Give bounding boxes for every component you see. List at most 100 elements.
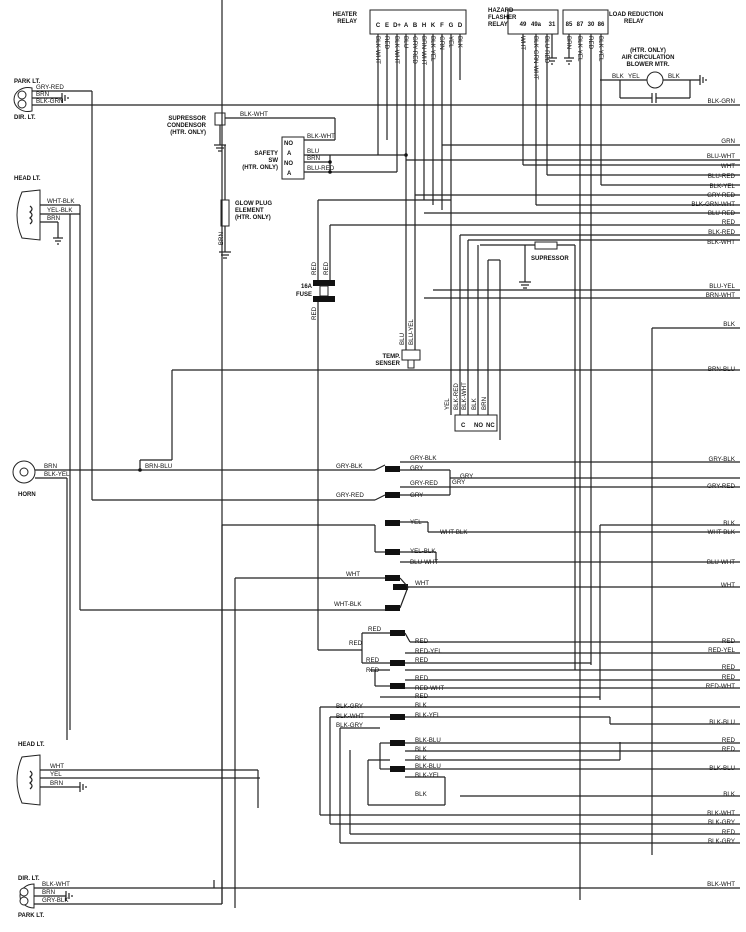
temp-wire-1: BLU [399,333,406,345]
heater-pin-f: F [440,23,444,29]
hazard-pin-49a: 49a [531,22,542,28]
safety-pin-2: A [287,151,292,157]
safety-title-2: SW [268,158,278,164]
center-wire-22: RED [415,675,429,682]
load-reduction-relay: LOAD REDUCTION RELAY 85 87 30 86 BRN BLK… [562,9,663,900]
center-wire-25: BLK [415,702,428,709]
heater-pin-a: A [404,23,409,29]
edge-wire-14: BRN-WHT [706,292,735,299]
blower-title-1: (HTR. ONLY) [630,48,666,54]
safety-wire-1: BLK-WHT [307,133,335,140]
park-top-wire-1: GRY-RED [36,84,64,91]
edge-wire-18: GRY [460,473,473,480]
head-light-top: HEAD LT. WHT-BLK YEL-BLK BRN [14,176,81,730]
bulb-icon [17,99,27,109]
temp-switch-wire-3: BLK-WHT [461,382,468,410]
temp-switch: C NO NC YEL BLK-RED BLK-WHT BLK BRN [444,225,740,432]
supressor-condensor: SUPRESSOR CONDENSOR (HTR. ONLY) BLK-WHT [167,111,336,152]
glow-title-3: (HTR. ONLY) [235,215,271,221]
fuse-wire-2: RED [323,261,330,275]
heater-pin-d-plus: D+ [393,23,401,29]
edge-wire-7: GRY-RED [707,192,735,199]
fuse-wire-3: RED [311,306,318,320]
load-pin-85: 85 [566,22,573,28]
heater-pin-d: D [458,23,463,29]
head-top-wire-3: BRN [47,215,60,222]
center-wire-2: GRY [410,465,423,472]
dir-bottom-wire-3: GRY-BLK [42,897,69,904]
bulb-icon [17,90,27,100]
edge-wire-36: RED [722,829,736,836]
horn: HORN BRN BLK-YEL BRN-BLU [12,369,740,740]
supressor-label: SUPRESSOR [531,256,569,262]
head-lt-bottom-label: HEAD LT. [18,742,45,748]
dir-lt-top-label: DIR. LT. [14,115,36,121]
safety-switch: SAFETY SW (HTR. ONLY) NO A NO A BLK-WHT … [242,133,408,180]
edge-wire-20: BLK [723,520,736,527]
center-connectors: GRY-BLK GRY GRY GRY-BLK GRY-RED GRY-RED … [80,455,740,908]
center-wire-34: BLK-YEL [415,772,441,779]
center-wire-23: RED-WHT [415,685,444,692]
center-wire-18: RED-YEL [415,648,442,655]
glow-title-2: ELEMENT [235,208,264,214]
load-relay-title-2: RELAY [624,19,644,25]
blower-wire-3: BLK [668,73,681,80]
temp-switch-pin-no: NO [474,423,483,429]
sup-cond-ground-icon [214,144,226,152]
park-top-ground-icon [61,93,69,103]
hazard-title-3: RELAY [488,22,508,28]
center-wire-30: BLK-BLU [415,737,441,744]
park-top-wire-3: BLK-GRN [36,98,64,105]
fuse-title-2: FUSE [296,292,312,298]
safety-wire-2: BLU [307,148,319,155]
edge-wire-34: BLK-WHT [707,810,735,817]
head-top-wire-2: YEL-BLK [47,207,73,214]
horn-label: HORN [18,492,36,498]
center-wire-12: WHT [346,571,360,578]
center-wire-5: GRY-RED [410,480,438,487]
center-wire-16: RED [415,638,429,645]
center-wire-9: YEL-BLK [410,548,436,555]
head-top-wire-1: WHT-BLK [47,198,75,205]
park-dir-light-top: PARK LT. DIR. LT. GRY-RED BRN BLK-GRN [13,79,740,500]
center-wire-1: GRY-BLK [410,455,437,462]
bulb-icon [19,896,29,906]
dir-lt-bottom-label: DIR. LT. [18,876,40,882]
hazard-pin-31: 31 [549,22,556,28]
edge-wire-9: BLU-RED [708,210,736,217]
blower-ground-icon [699,75,707,85]
edge-wire-16: BRN-BLU [708,366,735,373]
center-wire-28: BLK-WHT [336,713,364,720]
heater-pin-b: B [413,23,418,29]
sup-cond-wire: BLK-WHT [240,111,268,118]
center-wire-7: GRY [410,492,423,499]
head-bottom-wire-2: YEL [50,771,62,778]
safety-wire-3: BRN [307,155,320,162]
sup-cond-title-3: (HTR. ONLY) [170,130,206,136]
center-wire-35: BLK [415,791,428,798]
dir-bottom-wire-1: BLK-WHT [42,881,70,888]
heater-pin-e: E [385,23,389,29]
edge-wire-2: GRN [721,138,735,145]
dir-bottom-wire-2: BRN [42,889,55,896]
park-top-wire-2: BRN [36,91,49,98]
hazard-ground-icon [547,57,557,65]
edge-wire-25: RED-YEL [708,647,735,654]
temp-switch-wire-4: BLK [471,397,478,410]
edge-wire-13: BLU-YEL [709,283,735,290]
temp-sensor: TEMP. SENSER BLU BLU-YEL [375,160,421,369]
edge-wire-35: BLK-GRY [708,819,735,826]
bulb-icon [19,887,29,897]
hazard-title-1: HAZARD [488,8,514,14]
safety-title-1: SAFETY [254,151,278,157]
center-wire-27: BLK-GRY [336,703,363,710]
edge-wire-1: BLK-GRN [707,98,735,105]
heater-pin-k: K [431,23,436,29]
park-lt-top-label: PARK LT. [14,79,40,85]
dir-park-light-bottom: DIR. LT. PARK LT. BLK-WHT BRN GRY-BLK [18,0,740,919]
edge-wire-26: RED [722,664,736,671]
horn-wire-1: BRN [44,463,57,470]
center-wire-11: BLU-WHT [410,559,438,566]
temp-switch-pin-c: C [461,423,466,429]
